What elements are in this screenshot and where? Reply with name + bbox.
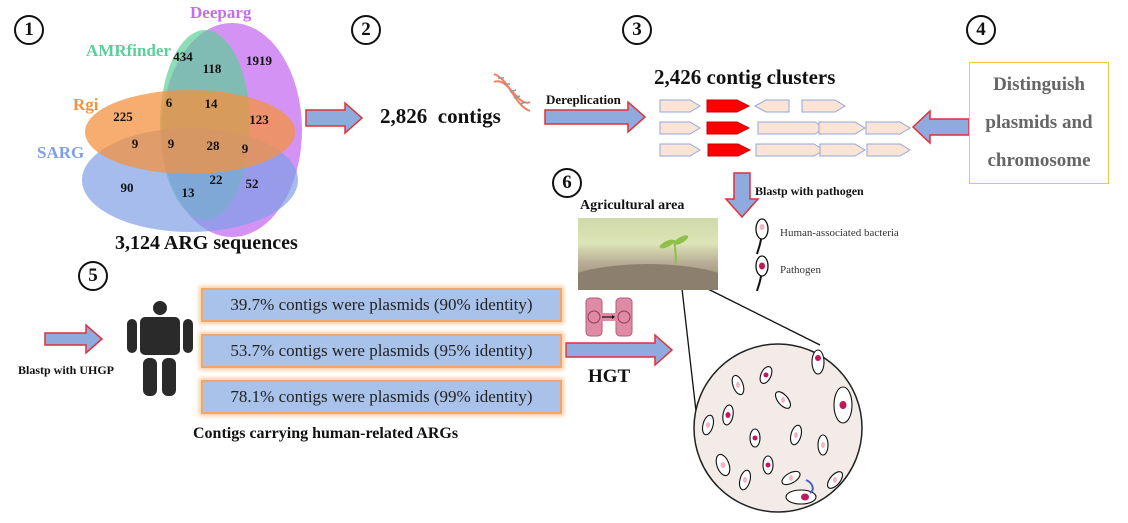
- gene: [818, 121, 866, 135]
- venn-count: 118: [202, 61, 222, 76]
- venn-label-rgi: Rgi: [73, 95, 99, 114]
- arrow-right: [44, 323, 104, 355]
- venn-caption: 3,124 ARG sequences: [115, 232, 298, 254]
- venn-label-sarg: SARG: [37, 143, 85, 162]
- venn-count: 28: [206, 138, 220, 153]
- legend-human-associated: Human-associated bacteria: [780, 227, 899, 239]
- dereplication-label: Dereplication: [546, 92, 621, 107]
- hgt-label: HGT: [588, 366, 631, 387]
- arrow-left: [911, 109, 970, 145]
- human-icon: [127, 301, 193, 396]
- gene: [659, 143, 701, 157]
- venn-count: 434: [173, 49, 193, 64]
- venn-count: 9: [167, 136, 175, 151]
- gene: [757, 121, 826, 135]
- step-2-number: 2: [351, 15, 381, 45]
- venn-count: 90: [120, 180, 134, 195]
- gene-row: [659, 99, 846, 113]
- gene: [801, 99, 846, 113]
- pathogen-icon: [755, 255, 769, 292]
- distinguish-line: plasmids and: [985, 112, 1093, 133]
- venn-label-amrfinder: AMRfinder: [86, 41, 171, 60]
- gene: [865, 121, 911, 135]
- arrow-right: [565, 333, 674, 367]
- step-6-number: 6: [552, 168, 582, 198]
- venn-count: 22: [209, 172, 223, 187]
- human-associated-bacteria-icon: [755, 218, 769, 255]
- gene-clusters: [659, 99, 911, 157]
- venn-count: 1919: [246, 53, 272, 68]
- step-4-number: 4: [966, 15, 996, 45]
- venn-count: 14: [204, 96, 218, 111]
- step-1-number: 1: [14, 15, 44, 45]
- gene-row: [659, 143, 911, 157]
- dna-icon: [493, 73, 531, 112]
- venn-label-deeparg: Deeparg: [190, 3, 252, 22]
- venn-count: 6: [165, 95, 173, 110]
- venn-count: 123: [249, 112, 269, 127]
- venn-count: 9: [241, 141, 249, 156]
- plasmid-result-99: 78.1% contigs were plasmids (99% identit…: [201, 380, 562, 414]
- clusters-title: 2,426 contig clusters: [654, 65, 836, 89]
- gene: [659, 121, 701, 135]
- distinguish-line: chromosome: [987, 150, 1091, 171]
- hgt-icon: [585, 297, 633, 337]
- distinguish-line: Distinguish: [993, 74, 1085, 95]
- gene: [659, 99, 701, 113]
- venn-set-rgi: [85, 90, 295, 174]
- seedling-icon: [578, 235, 718, 290]
- arrow-down: [724, 172, 760, 219]
- venn-count: 9: [131, 136, 139, 151]
- gene: [753, 99, 790, 113]
- blastp-pathogen-label: Blastp with pathogen: [755, 184, 864, 198]
- arg-gene: [707, 143, 752, 157]
- gene-row: [659, 121, 911, 135]
- gene: [866, 143, 911, 157]
- gene: [755, 143, 825, 157]
- step-3-number: 3: [622, 15, 652, 45]
- venn-count: 13: [181, 185, 195, 200]
- bacteria-magnified-view: [693, 343, 863, 513]
- arg-gene: [706, 99, 751, 113]
- contigs-caption: Contigs carrying human-related ARGs: [193, 425, 459, 442]
- agricultural-photo: [578, 218, 718, 290]
- contigs-count: 2,826 contigs: [380, 104, 501, 128]
- arg-gene: [706, 121, 751, 135]
- blastp-uhgp-label: Blastp with UHGP: [18, 363, 115, 377]
- plasmid-result-95: 53.7% contigs were plasmids (95% identit…: [201, 334, 562, 368]
- venn-diagram: [82, 23, 302, 237]
- legend-pathogen: Pathogen: [780, 264, 821, 276]
- gene: [819, 143, 866, 157]
- step-5-number: 5: [78, 261, 108, 291]
- transfer-arrow: [805, 479, 814, 494]
- distinguish-box: Distinguish plasmids and chromosome: [969, 62, 1109, 184]
- venn-count: 225: [113, 109, 133, 124]
- agricultural-area-title: Agricultural area: [580, 198, 685, 213]
- venn-count: 52: [245, 176, 259, 191]
- plasmid-result-90: 39.7% contigs were plasmids (90% identit…: [201, 288, 562, 322]
- bacteria-cells: [701, 349, 853, 505]
